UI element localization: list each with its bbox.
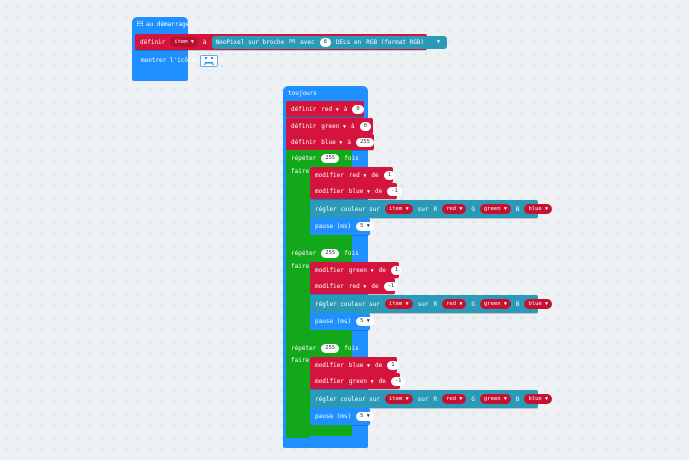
- to-label: à: [202, 38, 207, 46]
- change-value-input[interactable]: -1: [383, 281, 399, 291]
- repeat-footer-1: [286, 235, 352, 245]
- define-item-block[interactable]: définir item ▼ à NeoPixel sur broche P0 …: [135, 34, 448, 50]
- sad-icon: [204, 57, 215, 65]
- set-red-value[interactable]: 0: [352, 104, 364, 114]
- green-var-reporter[interactable]: green ▼: [479, 204, 511, 214]
- pause-dropdown[interactable]: 5 ▼: [356, 222, 374, 231]
- repeat-count-input[interactable]: 255: [321, 249, 340, 258]
- set-blue-block[interactable]: définir blue ▼ à 255: [286, 134, 374, 150]
- green-var-reporter[interactable]: green ▼: [479, 394, 511, 404]
- mode-dropdown[interactable]: RGB (format RGB): [366, 38, 425, 46]
- change-value-input[interactable]: 1: [390, 265, 403, 275]
- var-dropdown[interactable]: green ▼: [348, 266, 374, 274]
- led-count-input[interactable]: 8: [319, 37, 331, 47]
- var-dropdown[interactable]: red ▼: [348, 171, 367, 179]
- set-green-value[interactable]: 0: [359, 121, 371, 131]
- set-color-block[interactable]: régler couleur sur item ▼ sur R red ▼ G …: [310, 295, 553, 313]
- var-dropdown[interactable]: green ▼: [348, 377, 374, 385]
- pause-block[interactable]: pause (ms) 5 ▼: [310, 408, 374, 425]
- show-icon-block[interactable]: montrer l'icône ▼: [136, 53, 228, 68]
- chevron-down-icon: ▼: [190, 39, 194, 45]
- change-block[interactable]: modifier red ▼ de -1: [310, 278, 399, 294]
- repeat-footer-2: [286, 330, 352, 340]
- blue-var-dropdown[interactable]: blue ▼: [321, 138, 343, 146]
- repeat-header-2: répéter 255 fois: [286, 245, 359, 262]
- change-value-input[interactable]: 1: [383, 170, 395, 180]
- pause-block[interactable]: pause (ms) 5 ▼: [310, 313, 374, 330]
- green-var-dropdown[interactable]: green ▼: [321, 122, 346, 130]
- change-value-input[interactable]: -1: [387, 186, 402, 196]
- repeat-count-input[interactable]: 255: [321, 344, 340, 353]
- change-block[interactable]: modifier green ▼ de 1: [310, 262, 403, 278]
- icon-picker[interactable]: [200, 54, 219, 67]
- red-var-dropdown[interactable]: red ▼: [321, 105, 339, 113]
- pause-block[interactable]: pause (ms) 5 ▼: [310, 218, 374, 235]
- change-block[interactable]: modifier blue ▼ de -1: [310, 183, 402, 199]
- green-var-reporter[interactable]: green ▼: [479, 299, 511, 309]
- repeat-count-input[interactable]: 255: [321, 154, 340, 163]
- pause-dropdown[interactable]: 5 ▼: [356, 317, 374, 326]
- pin-dropdown[interactable]: P0: [289, 39, 296, 45]
- on-start-label: au démarrage: [146, 21, 190, 28]
- red-var-reporter[interactable]: red ▼: [442, 299, 467, 309]
- forever-header: toujours: [283, 87, 322, 100]
- set-color-block[interactable]: régler couleur sur item ▼ sur R red ▼ G …: [310, 390, 553, 408]
- grid-icon: [136, 20, 144, 28]
- do-label-2: faire: [291, 262, 310, 270]
- item-var-dropdown[interactable]: item ▼: [170, 37, 198, 47]
- do-label-3: faire: [291, 356, 310, 364]
- set-red-block[interactable]: définir red ▼ à 0: [286, 101, 364, 117]
- change-block[interactable]: modifier blue ▼ de 1: [310, 357, 399, 373]
- var-dropdown[interactable]: blue ▼: [348, 361, 370, 369]
- var-dropdown[interactable]: red ▼: [348, 282, 367, 290]
- neopixel-label: NeoPixel sur broche: [215, 38, 285, 46]
- red-var-reporter[interactable]: red ▼: [442, 204, 467, 214]
- strip-var-dropdown[interactable]: item ▼: [385, 204, 413, 214]
- leds-label: DELs en: [335, 38, 362, 46]
- pause-dropdown[interactable]: 5 ▼: [356, 412, 374, 421]
- define-label: définir: [140, 38, 166, 46]
- on-start-header: au démarrage: [132, 18, 194, 31]
- change-value-input[interactable]: 1: [387, 360, 399, 370]
- show-icon-label: montrer l'icône: [141, 57, 196, 64]
- neopixel-create-block[interactable]: NeoPixel sur broche P0 avec 8 DELs en RG…: [211, 35, 448, 49]
- change-value-input[interactable]: -1: [390, 376, 406, 386]
- chevron-down-icon[interactable]: ▼: [220, 57, 224, 64]
- var-dropdown[interactable]: blue ▼: [348, 187, 370, 195]
- set-blue-value[interactable]: 255: [356, 137, 374, 147]
- forever-label: toujours: [288, 90, 317, 97]
- change-block[interactable]: modifier green ▼ de -1: [310, 373, 406, 389]
- red-var-reporter[interactable]: red ▼: [442, 394, 467, 404]
- strip-var-dropdown[interactable]: item ▼: [385, 394, 413, 404]
- blue-var-reporter[interactable]: blue ▼: [524, 204, 553, 214]
- repeat-header-1: répéter 255 fois: [286, 150, 359, 167]
- chevron-down-icon[interactable]: ▼: [437, 39, 441, 45]
- blue-var-reporter[interactable]: blue ▼: [524, 299, 553, 309]
- set-green-block[interactable]: définir green ▼ à 0: [286, 118, 373, 134]
- repeat-footer-3: [286, 425, 352, 436]
- set-color-block[interactable]: régler couleur sur item ▼ sur R red ▼ G …: [310, 200, 553, 218]
- repeat-header-3: répéter 255 fois: [286, 340, 359, 357]
- strip-var-dropdown[interactable]: item ▼: [385, 299, 413, 309]
- blue-var-reporter[interactable]: blue ▼: [524, 394, 553, 404]
- do-label-1: faire: [291, 167, 310, 175]
- change-block[interactable]: modifier red ▼ de 1: [310, 167, 395, 183]
- with-label: avec: [300, 38, 315, 46]
